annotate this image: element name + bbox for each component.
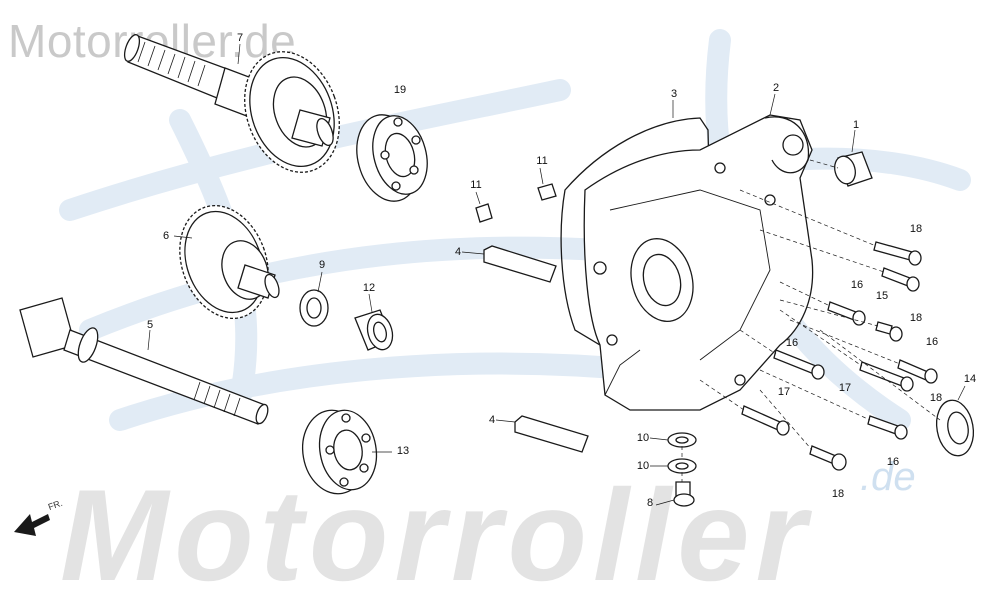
- needle-bearing-part-12: [354, 309, 394, 351]
- watermark-corner: .de: [860, 455, 916, 499]
- callout-14: 14: [963, 373, 977, 385]
- callout-18-c: 18: [929, 392, 943, 404]
- bolt-set: [741, 241, 938, 471]
- shaft-part-5: [19, 297, 269, 425]
- callout-5: 5: [146, 319, 154, 331]
- callout-16-a: 16: [850, 279, 864, 291]
- bushing-part-1: [834, 151, 873, 187]
- callout-4-lower: 4: [488, 414, 496, 426]
- callout-18-a: 18: [909, 223, 923, 235]
- bearing-part-19: [356, 114, 428, 202]
- callout-7: 7: [236, 32, 244, 44]
- callout-12: 12: [362, 282, 376, 294]
- parts-drawing: [14, 34, 975, 536]
- dowel-pin-part-11: [475, 183, 557, 223]
- shaft-gear-part-7: [123, 34, 340, 173]
- callout-15: 15: [875, 290, 889, 302]
- callout-16-d: 16: [886, 456, 900, 468]
- drain-bolt-part-8: [673, 481, 695, 507]
- callout-17-b: 17: [777, 386, 791, 398]
- callout-16-c: 16: [785, 337, 799, 349]
- callout-1: 1: [852, 119, 860, 131]
- callout-10-a: 10: [636, 432, 650, 444]
- callout-8: 8: [646, 497, 654, 509]
- transmission-case-part-2: [583, 114, 814, 411]
- callout-6: 6: [162, 230, 170, 242]
- callout-18-d: 18: [831, 488, 845, 500]
- callout-11-left: 11: [470, 179, 482, 191]
- washer-part-10: [667, 432, 697, 474]
- callout-11-right: 11: [536, 155, 548, 167]
- callout-18-b: 18: [909, 312, 923, 324]
- callout-10-b: 10: [636, 460, 650, 472]
- callout-4-upper: 4: [454, 246, 462, 258]
- bearing-part-13: [302, 409, 378, 495]
- leader-lines: [681, 159, 941, 482]
- washer-part-9: [299, 289, 329, 327]
- callout-19: 19: [393, 84, 407, 96]
- callout-leaders: [147, 43, 966, 506]
- exploded-parts-diagram: Motorroller.de Motorroller .de: [8, 15, 977, 600]
- callout-17-a: 17: [838, 382, 852, 394]
- guide-part-4: [483, 245, 589, 453]
- callout-16-b: 16: [925, 336, 939, 348]
- front-direction-arrow: [14, 514, 50, 536]
- gear-part-6: [179, 204, 280, 320]
- oil-seal-part-14: [935, 399, 975, 457]
- callout-13: 13: [396, 445, 410, 457]
- callout-9: 9: [318, 259, 326, 271]
- callout-3: 3: [670, 88, 678, 100]
- callout-2: 2: [772, 82, 780, 94]
